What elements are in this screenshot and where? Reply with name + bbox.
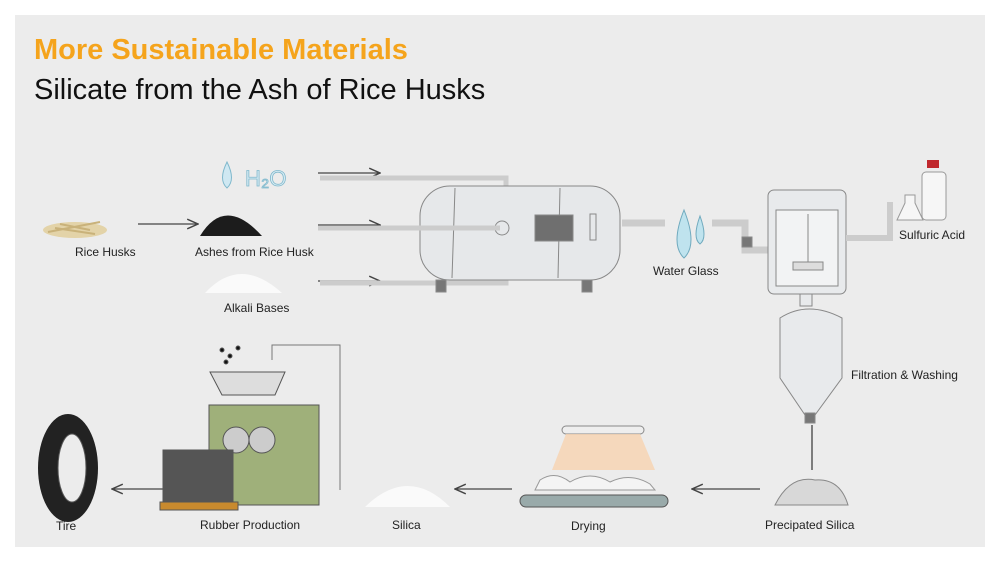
label-precipitated-silica: Precipated Silica <box>765 518 855 532</box>
silica-pile-icon <box>365 486 450 507</box>
alkali-pile-icon <box>205 274 282 293</box>
precipitated-silica-icon <box>774 478 849 506</box>
tire-icon <box>38 414 98 522</box>
label-drying: Drying <box>571 519 606 533</box>
dryer-conveyor-icon <box>519 425 669 508</box>
mixing-vessel-icon <box>767 189 893 424</box>
rubber-machine-icon <box>159 344 341 511</box>
label-sulfuric-acid: Sulfuric Acid <box>899 228 966 242</box>
svg-text:H₂O: H₂O <box>245 166 287 191</box>
rice-husks-icon <box>43 221 107 238</box>
water-drop-h2o-icon: H₂O <box>222 160 287 191</box>
title: More Sustainable Materials <box>34 34 408 66</box>
label-tire: Tire <box>56 519 77 533</box>
label-ashes: Ashes from Rice Husk <box>195 245 314 259</box>
label-filtration: Filtration & Washing <box>851 368 958 382</box>
label-alkali: Alkali Bases <box>224 301 290 315</box>
water-glass-drops-icon <box>676 208 705 259</box>
ash-pile-icon <box>200 215 262 236</box>
label-rice-husks: Rice Husks <box>75 245 136 259</box>
label-rubber-production: Rubber Production <box>200 518 301 532</box>
label-silica: Silica <box>392 518 421 532</box>
reactor-tank-icon <box>318 175 778 293</box>
label-water-glass: Water Glass <box>653 264 719 278</box>
subtitle: Silicate from the Ash of Rice Husks <box>34 74 486 106</box>
sulfuric-acid-bottle-icon <box>896 160 947 221</box>
